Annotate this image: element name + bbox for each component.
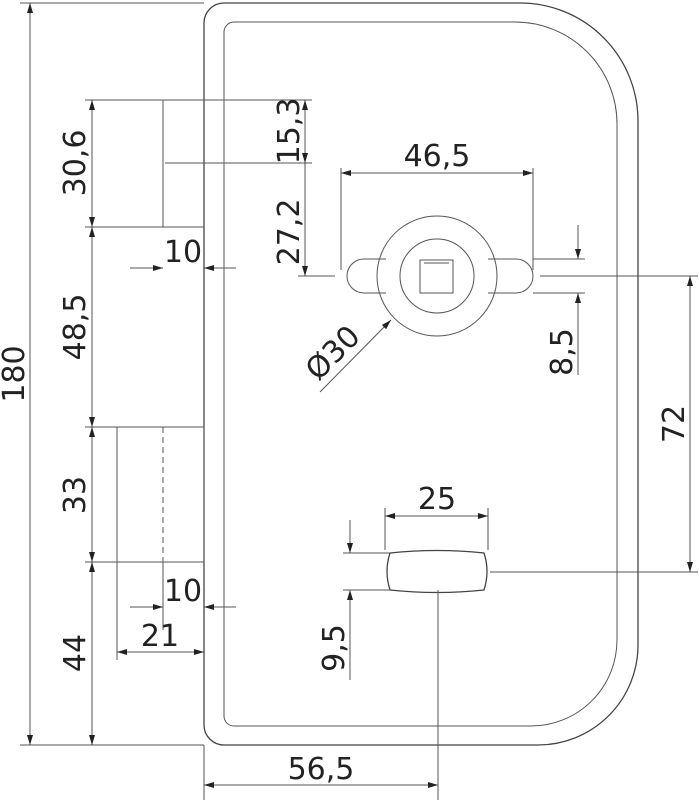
dim-spindle-offset: 27,2	[272, 199, 307, 266]
dim-top-offset: 30,6	[58, 130, 93, 197]
handle	[386, 549, 488, 594]
dim-bottom-offset: 44	[58, 634, 93, 672]
dim-handle-height: 9,5	[317, 624, 352, 672]
spindle-rosette	[346, 215, 534, 337]
dim-bolt-width: 21	[141, 619, 179, 654]
dim-upper-small: 15,3	[272, 98, 307, 165]
dim-upper-depth: 10	[164, 235, 202, 270]
dim-total-height: 180	[0, 345, 32, 402]
bolt	[116, 426, 205, 563]
dim-handle-width: 25	[418, 482, 456, 517]
dim-backset: 56,5	[288, 752, 355, 787]
lock-body-inner-outline	[223, 21, 618, 727]
dim-bolt-height: 33	[58, 476, 93, 514]
dim-lobe-height: 8,5	[545, 328, 580, 376]
dim-middle-gap: 48,5	[58, 294, 93, 361]
dim-lower-depth: 10	[164, 574, 202, 609]
dim-center-distance: 72	[657, 405, 692, 443]
dimension-lines	[20, 2, 698, 800]
dim-spindle-width: 46,5	[404, 139, 471, 174]
dim-rosette-diameter: Ø30	[299, 319, 367, 387]
